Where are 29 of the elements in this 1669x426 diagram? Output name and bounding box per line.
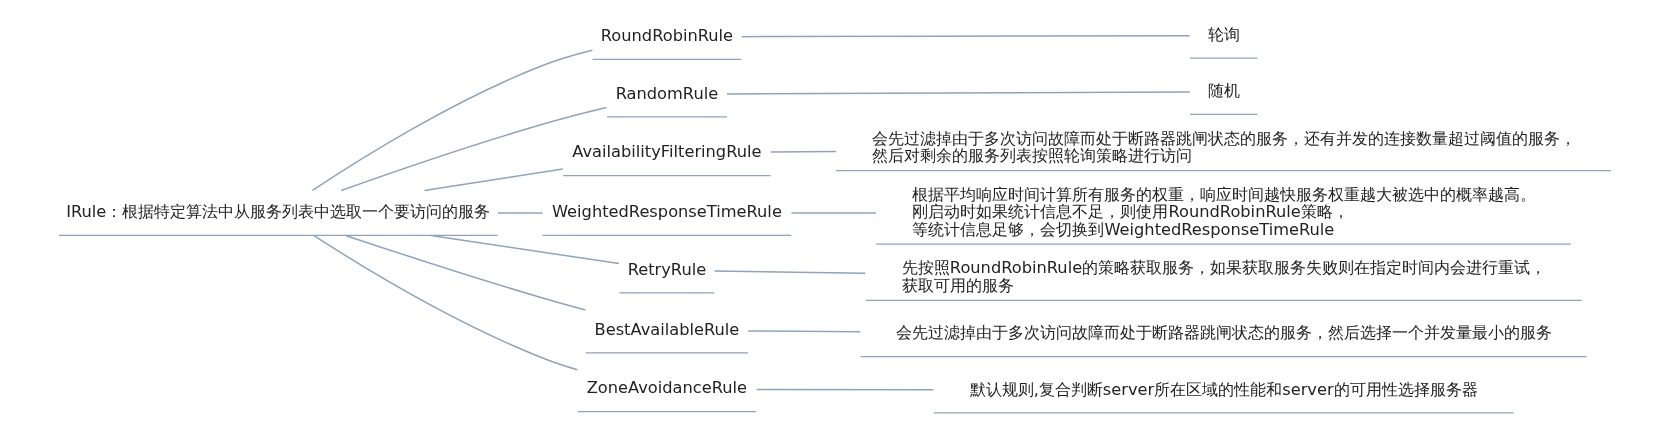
connector	[340, 106, 607, 192]
node-text: IRule：根据特定算法中从服务列表中选取一个要访问的服务	[65, 202, 490, 222]
node-text: AvailabilityFilteringRule	[571, 142, 761, 162]
node-text: WeightedResponseTimeRule	[551, 202, 782, 222]
node-text: 根据平均响应时间计算所有服务的权重，响应时间越快服务权重越大被选中的概率越高。刚启动时如果统计信息不足，则使用RoundRobinRule策略，等统计信息足够，会切换到WeightedResponseTimeRule	[911, 184, 1536, 239]
connector	[725, 91, 1191, 95]
node-text: 先按照RoundRobinRule的策略获取服务，如果获取服务失败则在指定时间内会进行重试，获取可用的服务	[901, 258, 1546, 295]
connector	[755, 388, 934, 391]
connector	[311, 49, 593, 192]
node-text: 轮询	[1207, 24, 1240, 44]
node-text: RoundRobinRule	[600, 26, 733, 46]
connector	[713, 270, 866, 274]
node-text: 会先过滤掉由于多次访问故障而处于断路器跳闸状态的服务，还有并发的连接数量超过阈值的服务，然后对剩余的服务列表按照轮询策略进行访问	[871, 128, 1576, 166]
node-text: ZoneAvoidanceRule	[586, 378, 747, 398]
node-text: 随机	[1207, 81, 1240, 101]
node-text: RetryRule	[627, 259, 706, 279]
node-text: 默认规则,复合判断server所在区域的性能和server的可用性选择服务器	[969, 379, 1478, 399]
connector	[345, 234, 586, 311]
node-text: 会先过滤掉由于多次访问故障而处于断路器跳闸状态的服务，然后选择一个并发量最小的服务	[895, 323, 1552, 343]
connector	[740, 34, 1190, 38]
connector	[423, 168, 563, 192]
connector	[496, 212, 543, 214]
connector	[746, 330, 861, 333]
node-text: RandomRule	[615, 83, 718, 103]
connector	[790, 212, 877, 214]
connector	[312, 234, 578, 371]
connector	[769, 150, 837, 153]
connector	[429, 234, 620, 265]
node-text: BestAvailableRule	[594, 319, 739, 339]
